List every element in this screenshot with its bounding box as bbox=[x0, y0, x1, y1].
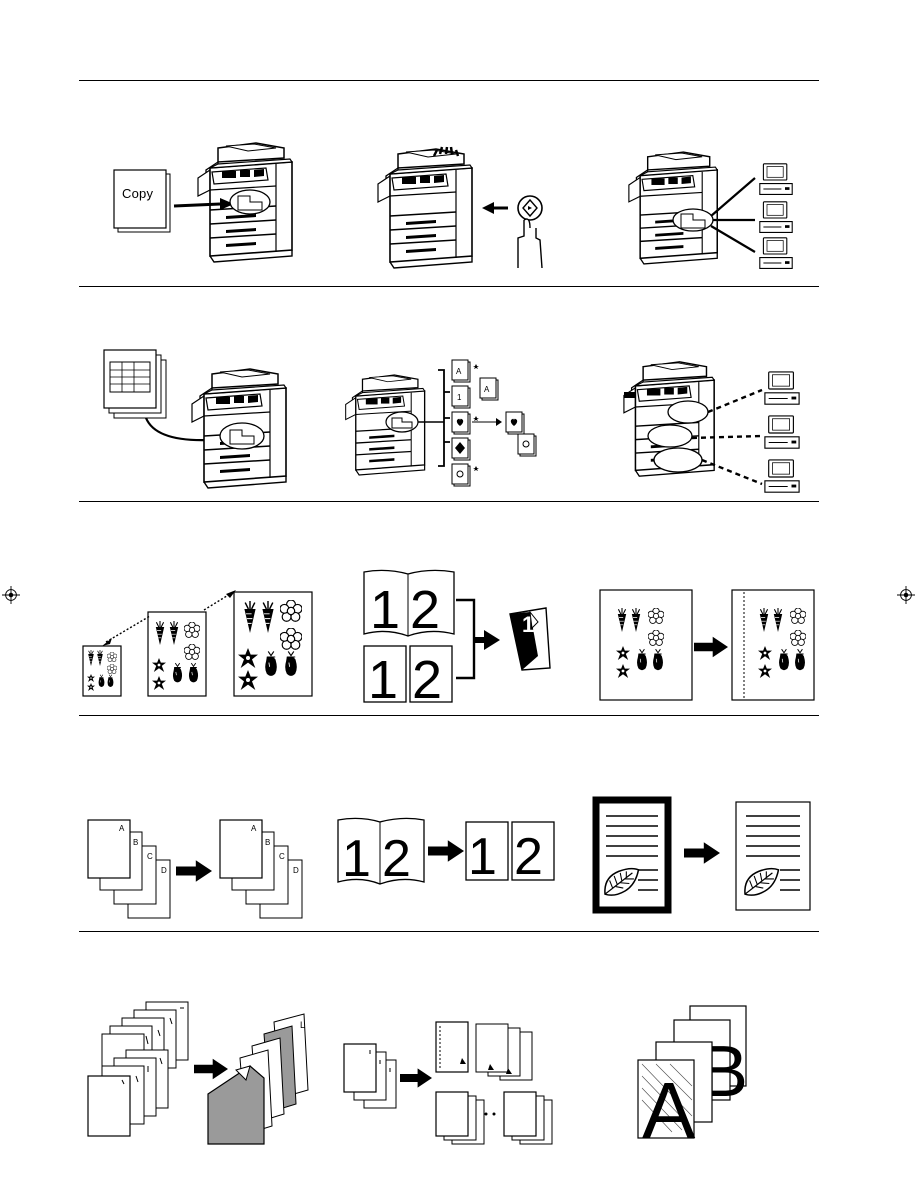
sep-number-1: 1 bbox=[468, 828, 497, 886]
book-sep-number-2: 2 bbox=[382, 830, 411, 888]
copy-label: Copy bbox=[122, 186, 153, 201]
page-d-label: D bbox=[161, 866, 167, 875]
section-divider-top bbox=[79, 80, 819, 81]
registration-mark-icon bbox=[2, 586, 20, 604]
doc-letter-a-2: A bbox=[484, 385, 490, 394]
doc-letter-a: A bbox=[456, 367, 462, 376]
book-number-1: 1 bbox=[370, 580, 400, 640]
doc-number-1: 1 bbox=[457, 393, 462, 402]
figure-copy-function bbox=[110, 140, 310, 270]
duplex-number-1: 1 bbox=[522, 612, 534, 637]
figure-border-erase bbox=[592, 796, 814, 916]
sheet-number-2: 2 bbox=[412, 650, 442, 710]
section-divider-2 bbox=[79, 501, 819, 502]
registration-mark-icon bbox=[897, 586, 915, 604]
figure-network-function bbox=[620, 352, 810, 497]
figure-sort-mode: A B C D A B C D bbox=[86, 818, 306, 924]
figure-printer-function bbox=[625, 140, 805, 270]
figure-document-box: A 1 A bbox=[340, 356, 540, 486]
figure-duplex-mode: 1 2 1 2 1 bbox=[362, 566, 562, 706]
page-a-label: A bbox=[119, 824, 125, 833]
page-b-label: B bbox=[133, 838, 138, 847]
book-number-2: 2 bbox=[410, 580, 440, 640]
book-sep-number-1: 1 bbox=[342, 830, 371, 888]
figure-margin-mode bbox=[598, 588, 818, 703]
figure-overlay-mode: B A bbox=[636, 1004, 751, 1140]
figure-page-separation: 1 2 1 2 bbox=[336, 816, 561, 891]
figure-group-copy bbox=[340, 1020, 560, 1145]
page-c-label: C bbox=[147, 852, 153, 861]
page-c-label-2: C bbox=[279, 852, 285, 861]
figure-start-key bbox=[370, 140, 560, 270]
sep-number-2: 2 bbox=[514, 828, 543, 886]
figure-booklet-mode: L bbox=[86, 1000, 318, 1148]
section-divider-1 bbox=[79, 286, 819, 287]
page-d-label-2: D bbox=[293, 866, 299, 875]
figure-zoom-mode bbox=[80, 586, 315, 701]
section-divider-4 bbox=[79, 931, 819, 932]
sheet-number-1: 1 bbox=[368, 650, 398, 710]
booklet-l-label: L bbox=[300, 1020, 305, 1030]
overlay-letter-a: A bbox=[642, 1066, 696, 1155]
page-b-label-2: B bbox=[265, 838, 270, 847]
page-a-label-2: A bbox=[251, 824, 257, 833]
section-divider-3 bbox=[79, 715, 819, 716]
figure-scanner-function bbox=[100, 346, 300, 491]
